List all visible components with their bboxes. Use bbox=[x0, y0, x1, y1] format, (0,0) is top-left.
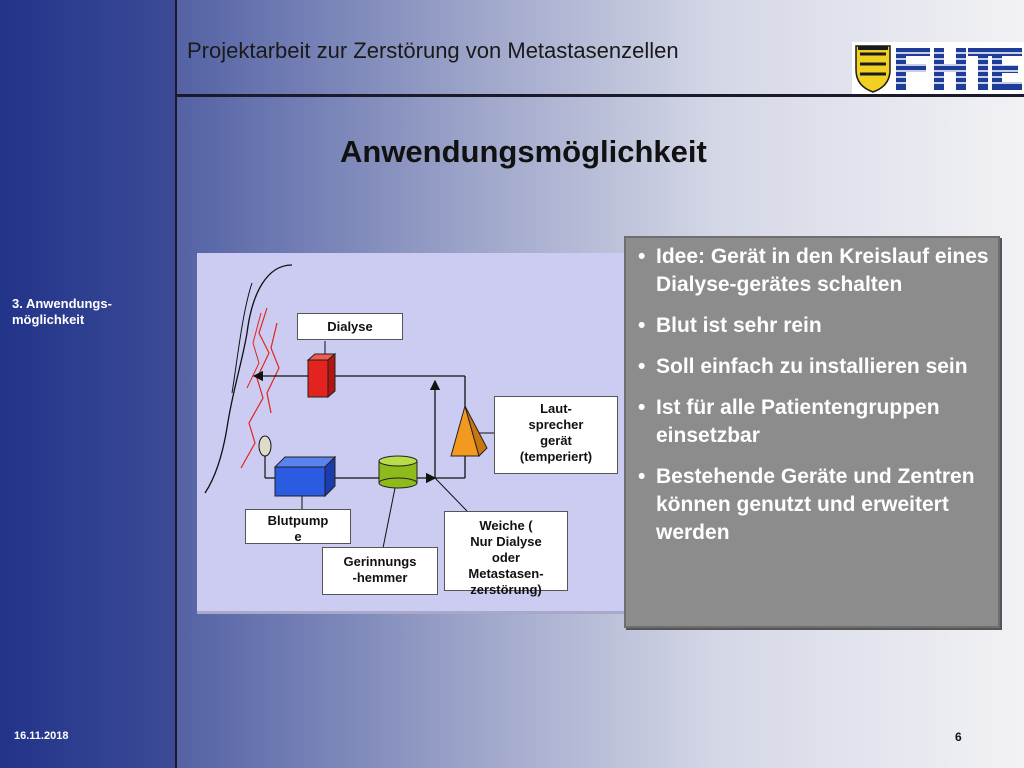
dialysis-diagram: Dialyse Laut- sprecher gerät (temperiert… bbox=[197, 253, 628, 614]
bullet-item: •Ist für alle Patientengruppen einsetzba… bbox=[638, 396, 940, 447]
arm-outline-inner bbox=[231, 282, 253, 394]
page-number: 6 bbox=[955, 730, 962, 744]
bullet-list-box: •Idee: Gerät in den Kreislauf eines Dial… bbox=[624, 236, 1000, 628]
needle-icon bbox=[258, 435, 272, 457]
sidebar-divider bbox=[175, 0, 177, 768]
bullet-item: •Idee: Gerät in den Kreislauf eines Dial… bbox=[638, 245, 989, 296]
blutpumpe-cube bbox=[273, 455, 337, 498]
gerinnung-cylinder bbox=[378, 455, 418, 489]
footer-date: 16.11.2018 bbox=[14, 730, 69, 742]
arm-outline bbox=[204, 264, 293, 494]
dialyse-cube bbox=[306, 352, 337, 399]
bullet-item: •Bestehende Geräte und Zentren können ge… bbox=[638, 465, 975, 544]
header-title: Projektarbeit zur Zerstörung von Metasta… bbox=[187, 38, 679, 63]
gerinnung-label: Gerinnungs -hemmer bbox=[322, 547, 438, 595]
bullet-item: •Soll einfach zu installieren sein bbox=[638, 355, 968, 378]
bullet-list: •Idee: Gerät in den Kreislauf eines Dial… bbox=[626, 238, 998, 547]
vein bbox=[240, 307, 270, 469]
lautsprecher-triangle bbox=[450, 404, 488, 457]
fhte-logo bbox=[852, 42, 1024, 94]
bullet-item: •Blut ist sehr rein bbox=[638, 314, 822, 337]
sidebar bbox=[0, 0, 175, 768]
weiche-label: Weiche ( Nur Dialyse oder Metastasen- ze… bbox=[444, 511, 568, 597]
blutpumpe-label: Blutpump e bbox=[245, 509, 351, 544]
header-divider bbox=[177, 94, 1024, 97]
coat-of-arms-icon bbox=[855, 45, 891, 93]
slide-title: Anwendungsmöglichkeit bbox=[340, 134, 707, 169]
dialyse-label: Dialyse bbox=[297, 313, 403, 340]
sidebar-section-label: 3. Anwendungs- möglichkeit bbox=[12, 296, 112, 327]
vein bbox=[246, 312, 262, 389]
vein bbox=[266, 322, 280, 414]
lautsprecher-label: Laut- sprecher gerät (temperiert) bbox=[494, 396, 618, 474]
